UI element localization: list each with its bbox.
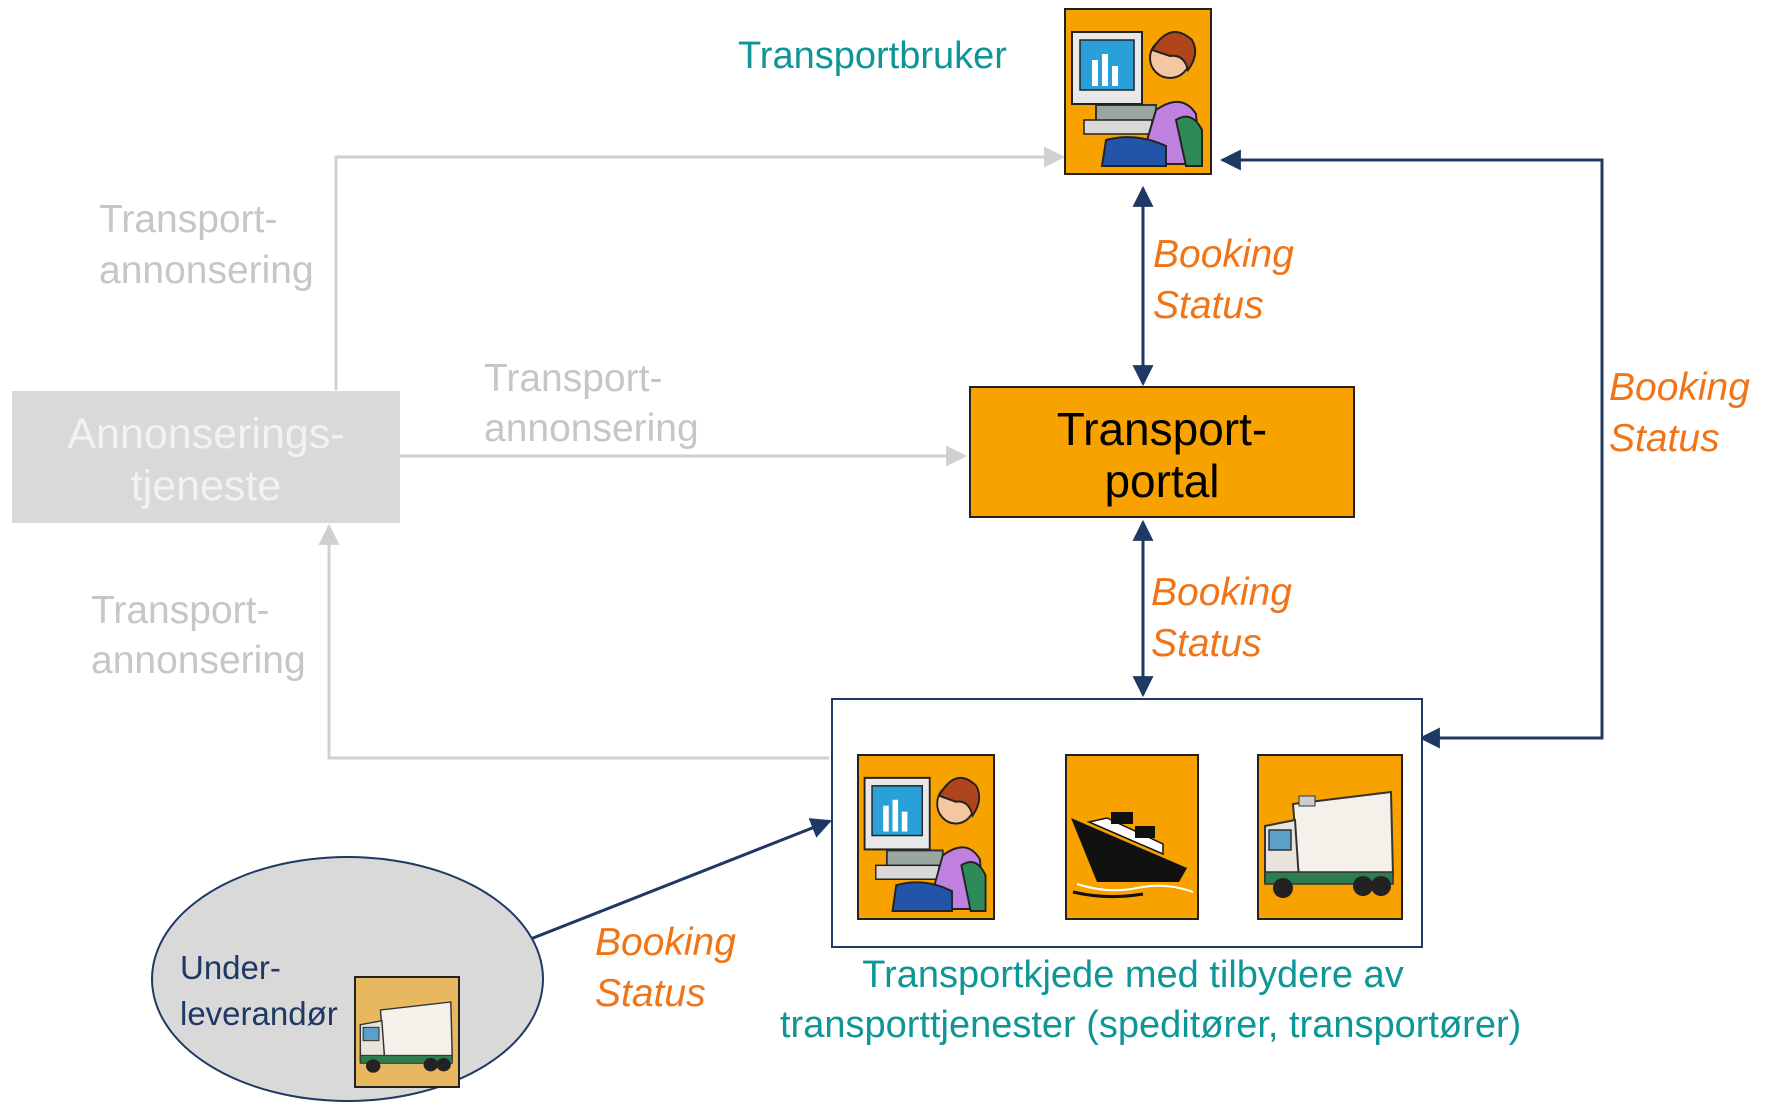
booking-right-label-line2: Status (1609, 417, 1720, 460)
booking-right-label-line1: Booking (1609, 366, 1750, 409)
booking-sub-label-line2: Status (595, 972, 706, 1015)
underleverandor-label-line1: Under- (180, 949, 281, 986)
annonsering-top-label-line1: Transport- (99, 198, 278, 241)
underleverandor-ellipse (151, 856, 544, 1102)
annonseringstjeneste-label-line2: tjeneste (130, 462, 282, 510)
transportportal-label-line1: Transport- (1056, 403, 1268, 455)
booking-user-portal-label-line2: Status (1153, 284, 1264, 327)
transportkjede-caption-line1: Transportkjede med tilbydere av (862, 954, 1404, 996)
annonsering-top-label-line2: annonsering (99, 249, 314, 292)
annonseringstjeneste-box: Annonserings- tjeneste (12, 391, 400, 523)
computer-user-icon (1064, 8, 1212, 175)
transportkjede-box (831, 698, 1423, 948)
booking-arrow-right (1219, 149, 1604, 749)
booking-user-portal-label-line1: Booking (1153, 233, 1294, 276)
annonsering-bottom-label-line1: Transport- (91, 589, 270, 632)
underleverandor-label-line2: leverandør (180, 995, 338, 1032)
truck-icon (354, 976, 460, 1088)
truck-icon (1257, 754, 1403, 920)
annonsering-middle-label-line2: annonsering (484, 407, 699, 450)
booking-sub-label-line1: Booking (595, 921, 736, 964)
transportbruker-label: Transportbruker (738, 35, 1007, 77)
transportkjede-caption-line2: transporttjenester (speditører, transpor… (780, 1004, 1522, 1046)
transportportal-box: Transport- portal (969, 386, 1355, 518)
annonseringstjeneste-label-line1: Annonserings- (67, 410, 345, 458)
ship-icon (1065, 754, 1199, 920)
annonsering-line-top (334, 146, 1066, 390)
booking-portal-chain-label-line2: Status (1151, 622, 1262, 665)
booking-portal-chain-label-line1: Booking (1151, 571, 1292, 614)
annonsering-line-bottom (318, 523, 829, 760)
annonsering-middle-label-line1: Transport- (484, 357, 663, 400)
annonsering-bottom-label-line2: annonsering (91, 639, 306, 682)
transportportal-label-line2: portal (1104, 455, 1220, 507)
computer-user-icon (857, 754, 995, 920)
